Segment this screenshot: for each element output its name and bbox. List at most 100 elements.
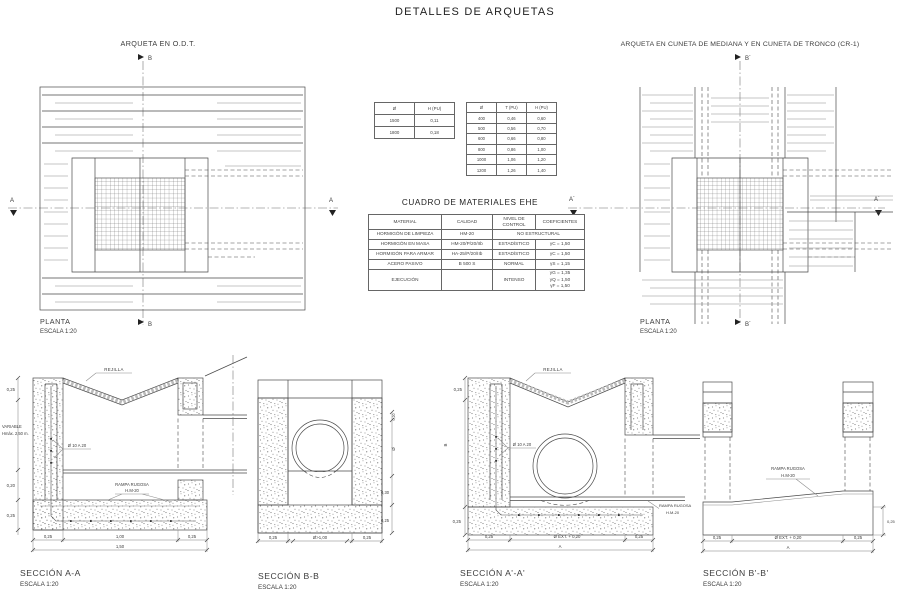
- dim-label: 0,25: [381, 518, 390, 523]
- table-header-cell: MATERIAL: [368, 214, 442, 230]
- table-cell: 600: [466, 133, 497, 145]
- table-header-cell: H (PU): [526, 101, 557, 114]
- table-cell: γC = 1,50: [535, 239, 585, 250]
- table-cell: NORMAL: [492, 259, 536, 270]
- dim-label: 0,25: [7, 387, 16, 392]
- section-title: SECCIÓN B-B: [258, 571, 319, 581]
- dim-label: 0,25: [635, 534, 644, 539]
- table-header-cell: NIVEL DE CONTROL: [492, 214, 536, 230]
- dim-label: A: [787, 545, 790, 550]
- planta-label: PLANTA: [640, 317, 670, 326]
- rejilla-label: REJILLA: [543, 367, 562, 372]
- table-cell: 0,66: [496, 133, 527, 145]
- dim-label: 0,25: [854, 535, 863, 540]
- table-cell: 0,56: [496, 122, 527, 135]
- rampa-label: H.M-20: [666, 510, 680, 515]
- table-cell: [441, 269, 493, 291]
- rampa-label: H.M-20: [125, 488, 139, 493]
- table-cell: 400: [466, 112, 497, 124]
- table-cell: HORMIGÓN PARA ARMAR: [368, 249, 442, 260]
- plan-odt: ARQUETA EN O.D.T. B B A A PLANTA ESCALA …: [8, 39, 338, 335]
- section-a2: 0,25 B 0,25 0,25 Ø EXT. + 0,20 0,25 A RE…: [443, 367, 700, 588]
- section-marker-a: A: [329, 198, 333, 204]
- table-cell: 0,70: [526, 122, 557, 135]
- section-title: SECCIÓN B'-B': [703, 568, 769, 578]
- section-title: SECCIÓN A'-A': [460, 568, 525, 578]
- plan-odt-title: ARQUETA EN O.D.T.: [121, 39, 196, 48]
- dim-label: Ø EXT. + 0,20: [775, 535, 802, 540]
- dim-label: VARIABLE: [2, 424, 22, 429]
- table-header-cell: Ø: [466, 101, 497, 114]
- section-a2-notes: REJILLA Ø 10 A 20 RAMPA RUGOSA H.M-20: [497, 367, 691, 515]
- page-title: DETALLES DE ARQUETAS: [395, 6, 555, 18]
- table-cell: 1,00: [526, 143, 557, 155]
- dim-label: Ø: [391, 447, 396, 451]
- table-cell: 1000: [466, 153, 497, 166]
- table-cell: 0,86: [496, 143, 527, 155]
- dim-label: Ø>1,00: [313, 535, 328, 540]
- dim-label: 0,25: [453, 519, 462, 524]
- table-header-cell: H (PU): [414, 102, 455, 115]
- table-cell: ESTADÍSTICO: [492, 239, 536, 250]
- section-a2-structure: [467, 377, 700, 536]
- table-header-cell: Ø: [374, 102, 415, 115]
- plan-cuneta-linework: [639, 87, 893, 324]
- dim-label: 0,20: [7, 483, 16, 488]
- table-cell: 1,40: [526, 164, 557, 176]
- section-bb-dimensions: 0,20 Ø 0,30 0,25 0,25 Ø>1,00 0,25: [255, 409, 396, 544]
- table-cell: γS = 1,15: [535, 259, 585, 270]
- section-b2-dimensions: 0,25 0,25 Ø EXT. + 0,20 0,25 A: [700, 504, 896, 554]
- plan-odt-linework: [39, 86, 306, 311]
- table-cell: HA-25/P/20/IIb: [441, 249, 493, 260]
- dim-label: 0,25: [44, 534, 53, 539]
- table-cell: γC = 1,50: [535, 249, 585, 260]
- dim-label: 0,25: [713, 535, 722, 540]
- escala-label: ESCALA 1:20: [40, 329, 77, 335]
- rampa-label: H.M-20: [781, 473, 795, 478]
- table-cell: 0,46: [496, 112, 527, 124]
- dim-label: 0,25: [269, 535, 278, 540]
- dim-label: 0,25: [454, 387, 463, 392]
- section-marker-a2: A´: [569, 197, 575, 203]
- section-scale: ESCALA 1:20: [460, 581, 499, 588]
- table-cell: ACERO PASIVO: [368, 259, 442, 270]
- table-cell: HORMIGÓN DE LIMPIEZA: [368, 229, 442, 240]
- dim-label: 0,25: [887, 519, 896, 524]
- plan-cuneta: ARQUETA EN CUNETA DE MEDIANA Y EN CUNETA…: [568, 41, 893, 335]
- dim-label: 1,50: [116, 544, 125, 549]
- dim-label: 0,20: [392, 414, 396, 421]
- dim-label: 1,00: [116, 534, 125, 539]
- section-scale: ESCALA 1:20: [703, 581, 742, 588]
- planta-label: PLANTA: [40, 317, 70, 326]
- section-b2: 0,25 0,25 Ø EXT. + 0,20 0,25 A RAMPA RUG…: [700, 381, 896, 588]
- rampa-label: RAMPA RUGOSA: [771, 466, 805, 471]
- table-header-cell: T (PU): [496, 101, 527, 114]
- table-cell: 0,60: [526, 112, 557, 124]
- rebar-label: Ø 10 A 20: [513, 442, 532, 447]
- table-cell: 0,80: [526, 133, 557, 145]
- table-cell: 1,20: [526, 153, 557, 166]
- section-scale: ESCALA 1:20: [20, 581, 59, 588]
- table-cell: 1,26: [496, 164, 527, 176]
- table-cell: NO ESTRUCTURAL: [492, 229, 585, 240]
- section-scale: ESCALA 1:20: [258, 584, 297, 591]
- dim-label: Hmáx. 2,50 m.: [2, 431, 29, 436]
- table-cell: 500: [466, 122, 497, 135]
- table-cell: HM-20: [441, 229, 493, 240]
- table-cell: 0,11: [414, 114, 455, 127]
- dim-label: B: [443, 443, 448, 446]
- dim-label: Ø EXT. + 0,20: [554, 534, 581, 539]
- table-cell: 1800: [374, 126, 415, 139]
